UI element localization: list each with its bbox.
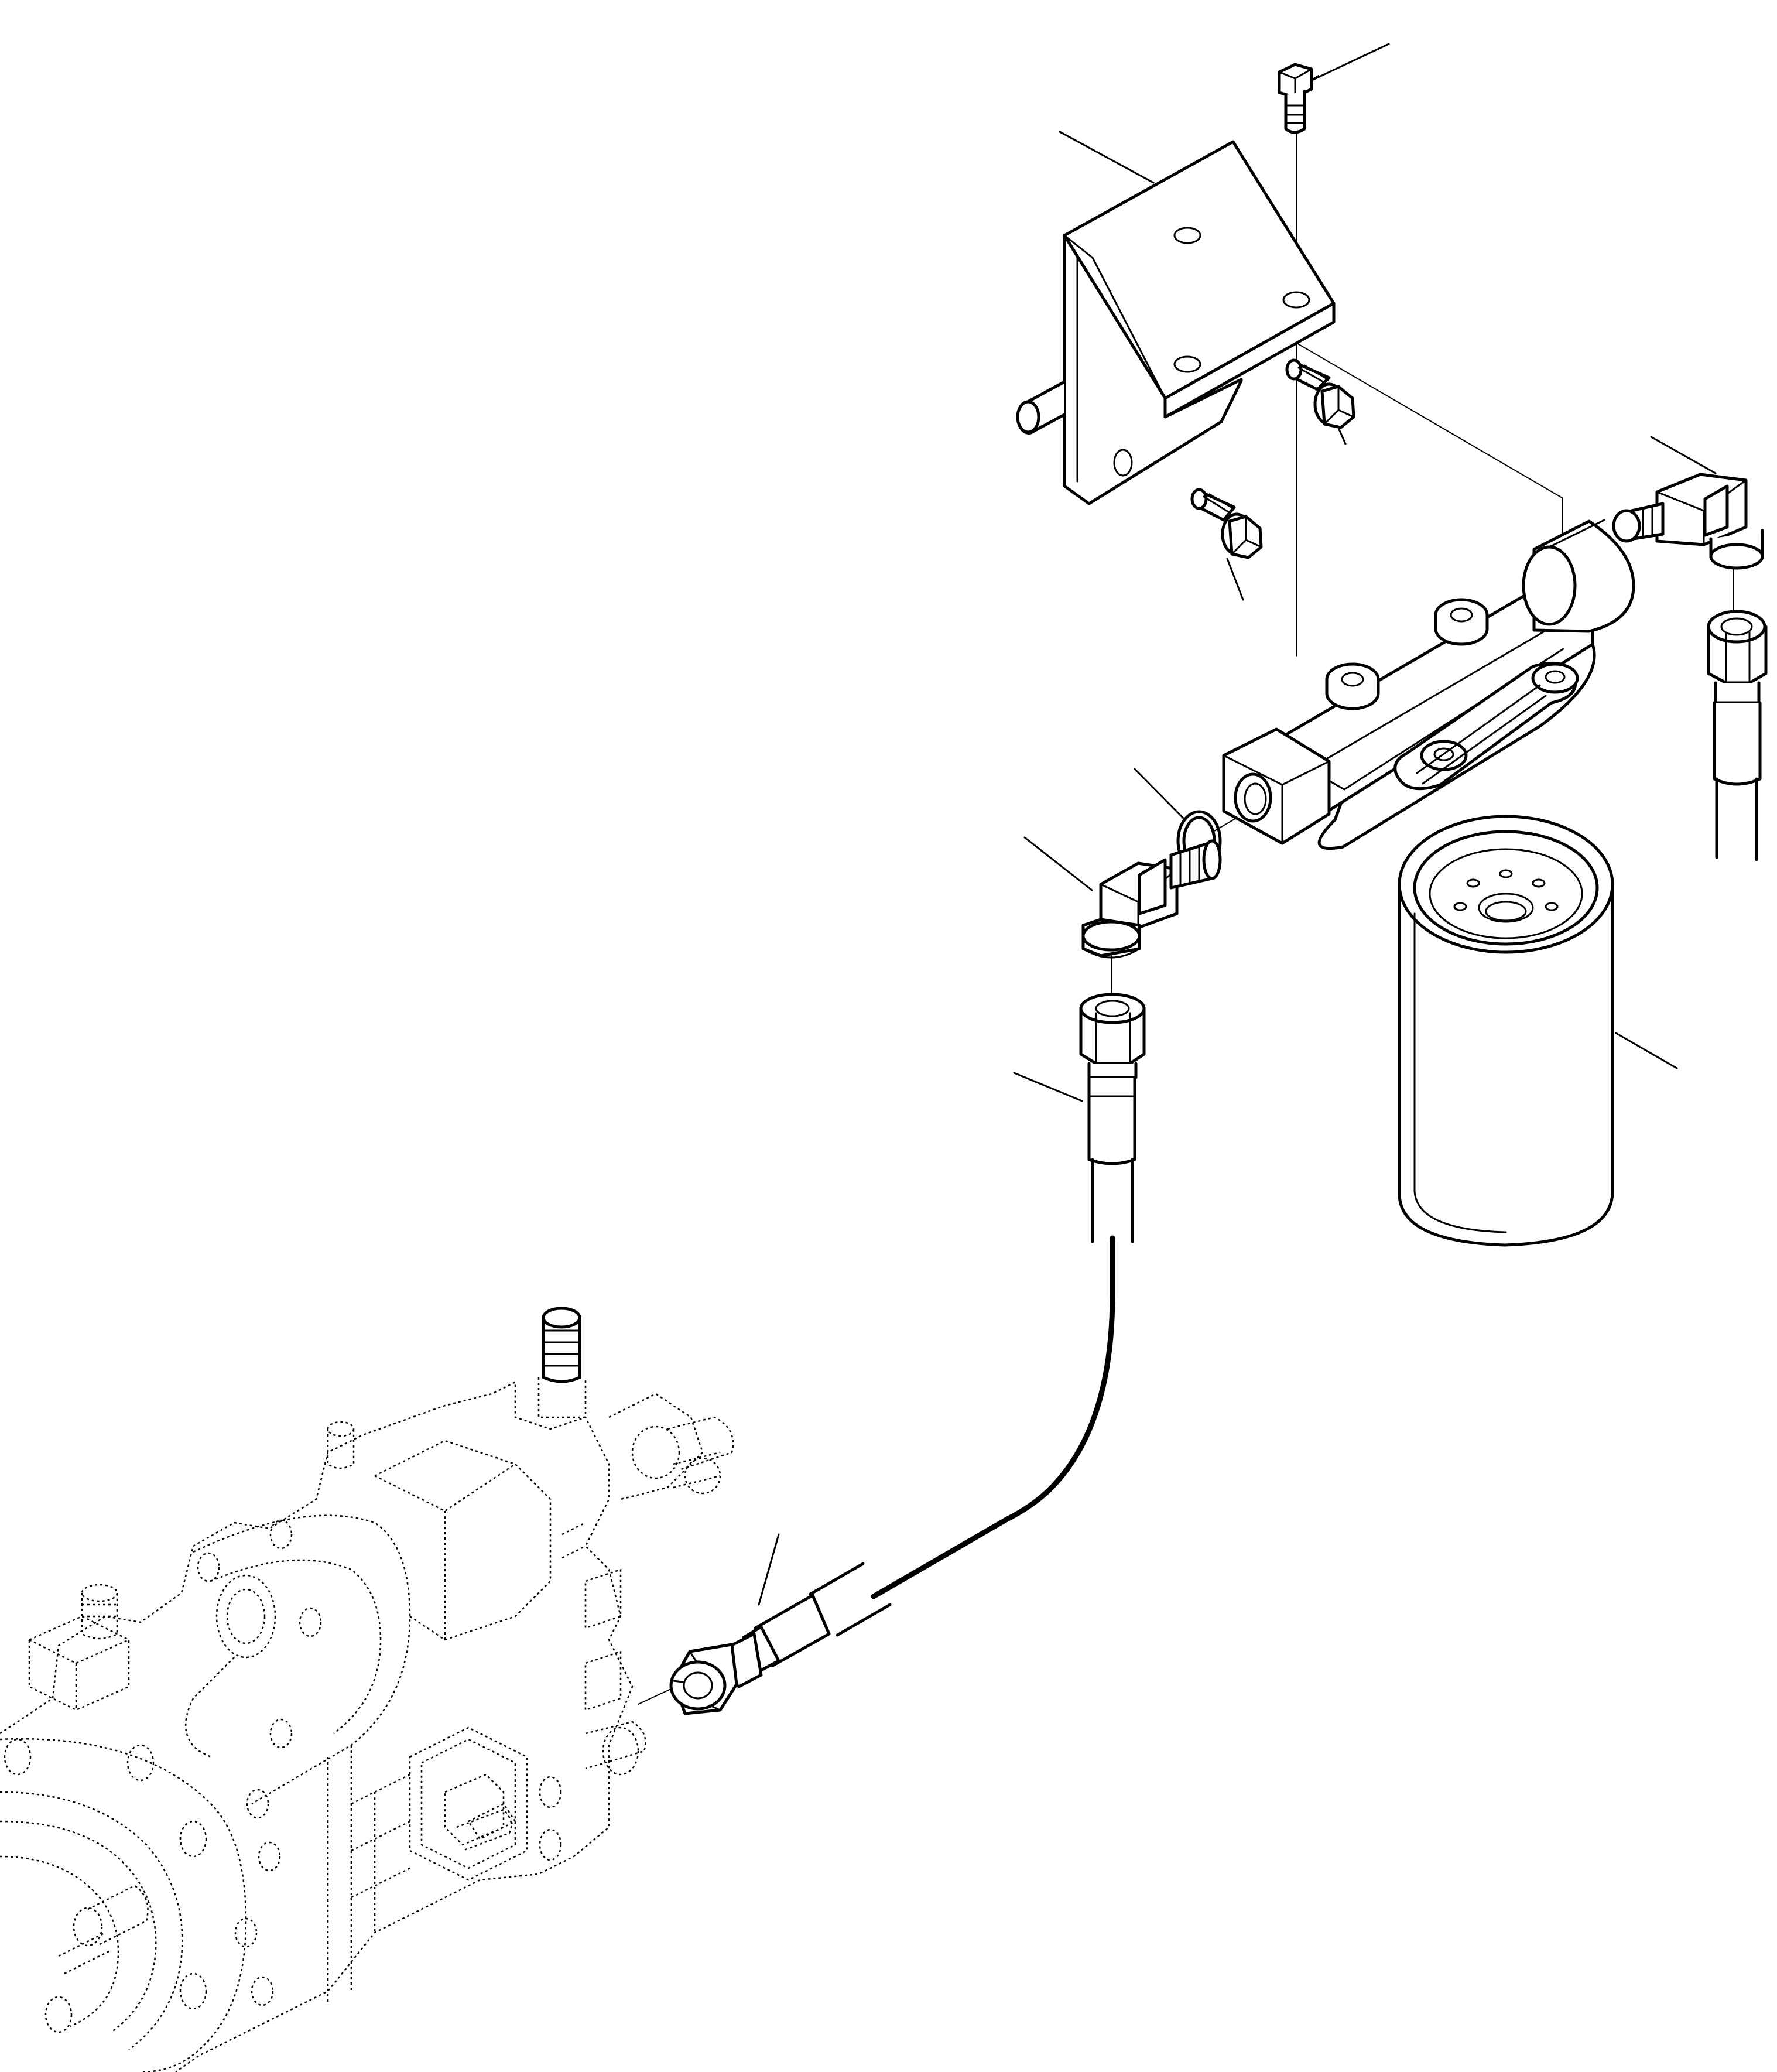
leader-hose-left bbox=[1013, 1072, 1083, 1102]
bracket-hole-1 bbox=[1173, 227, 1201, 244]
fuel-hose bbox=[871, 1235, 1115, 1599]
leader-o-ring bbox=[1134, 768, 1185, 820]
flange-bolt-upper bbox=[1285, 358, 1355, 429]
elbow-fitting-left bbox=[1081, 839, 1222, 959]
leader-filter bbox=[1615, 1032, 1678, 1069]
leader-pump-hose-end bbox=[758, 1533, 780, 1606]
elbow-fitting-right bbox=[1612, 473, 1764, 570]
leader-elbow-left bbox=[1023, 836, 1093, 891]
flange-bolt-lower bbox=[1190, 488, 1263, 559]
bracket-hole-2 bbox=[1282, 291, 1310, 309]
leader-flange-bolt-lower bbox=[1226, 558, 1244, 601]
filter-cartridge bbox=[1398, 815, 1614, 1247]
leader-bracket bbox=[1059, 131, 1155, 184]
hex-bolt-top bbox=[1278, 63, 1313, 134]
bracket-hole-3 bbox=[1173, 355, 1201, 373]
bracket-hole-4 bbox=[1113, 449, 1133, 477]
leader-elbow-right bbox=[1650, 436, 1717, 474]
pump-hose-end-fitting bbox=[669, 1594, 831, 1715]
filter-head bbox=[1222, 519, 1635, 850]
hose-assembly-left bbox=[809, 993, 1146, 1637]
injection-pump bbox=[0, 1307, 734, 2072]
mounting-bracket bbox=[1016, 140, 1336, 505]
hose-assembly-right bbox=[1707, 610, 1768, 861]
